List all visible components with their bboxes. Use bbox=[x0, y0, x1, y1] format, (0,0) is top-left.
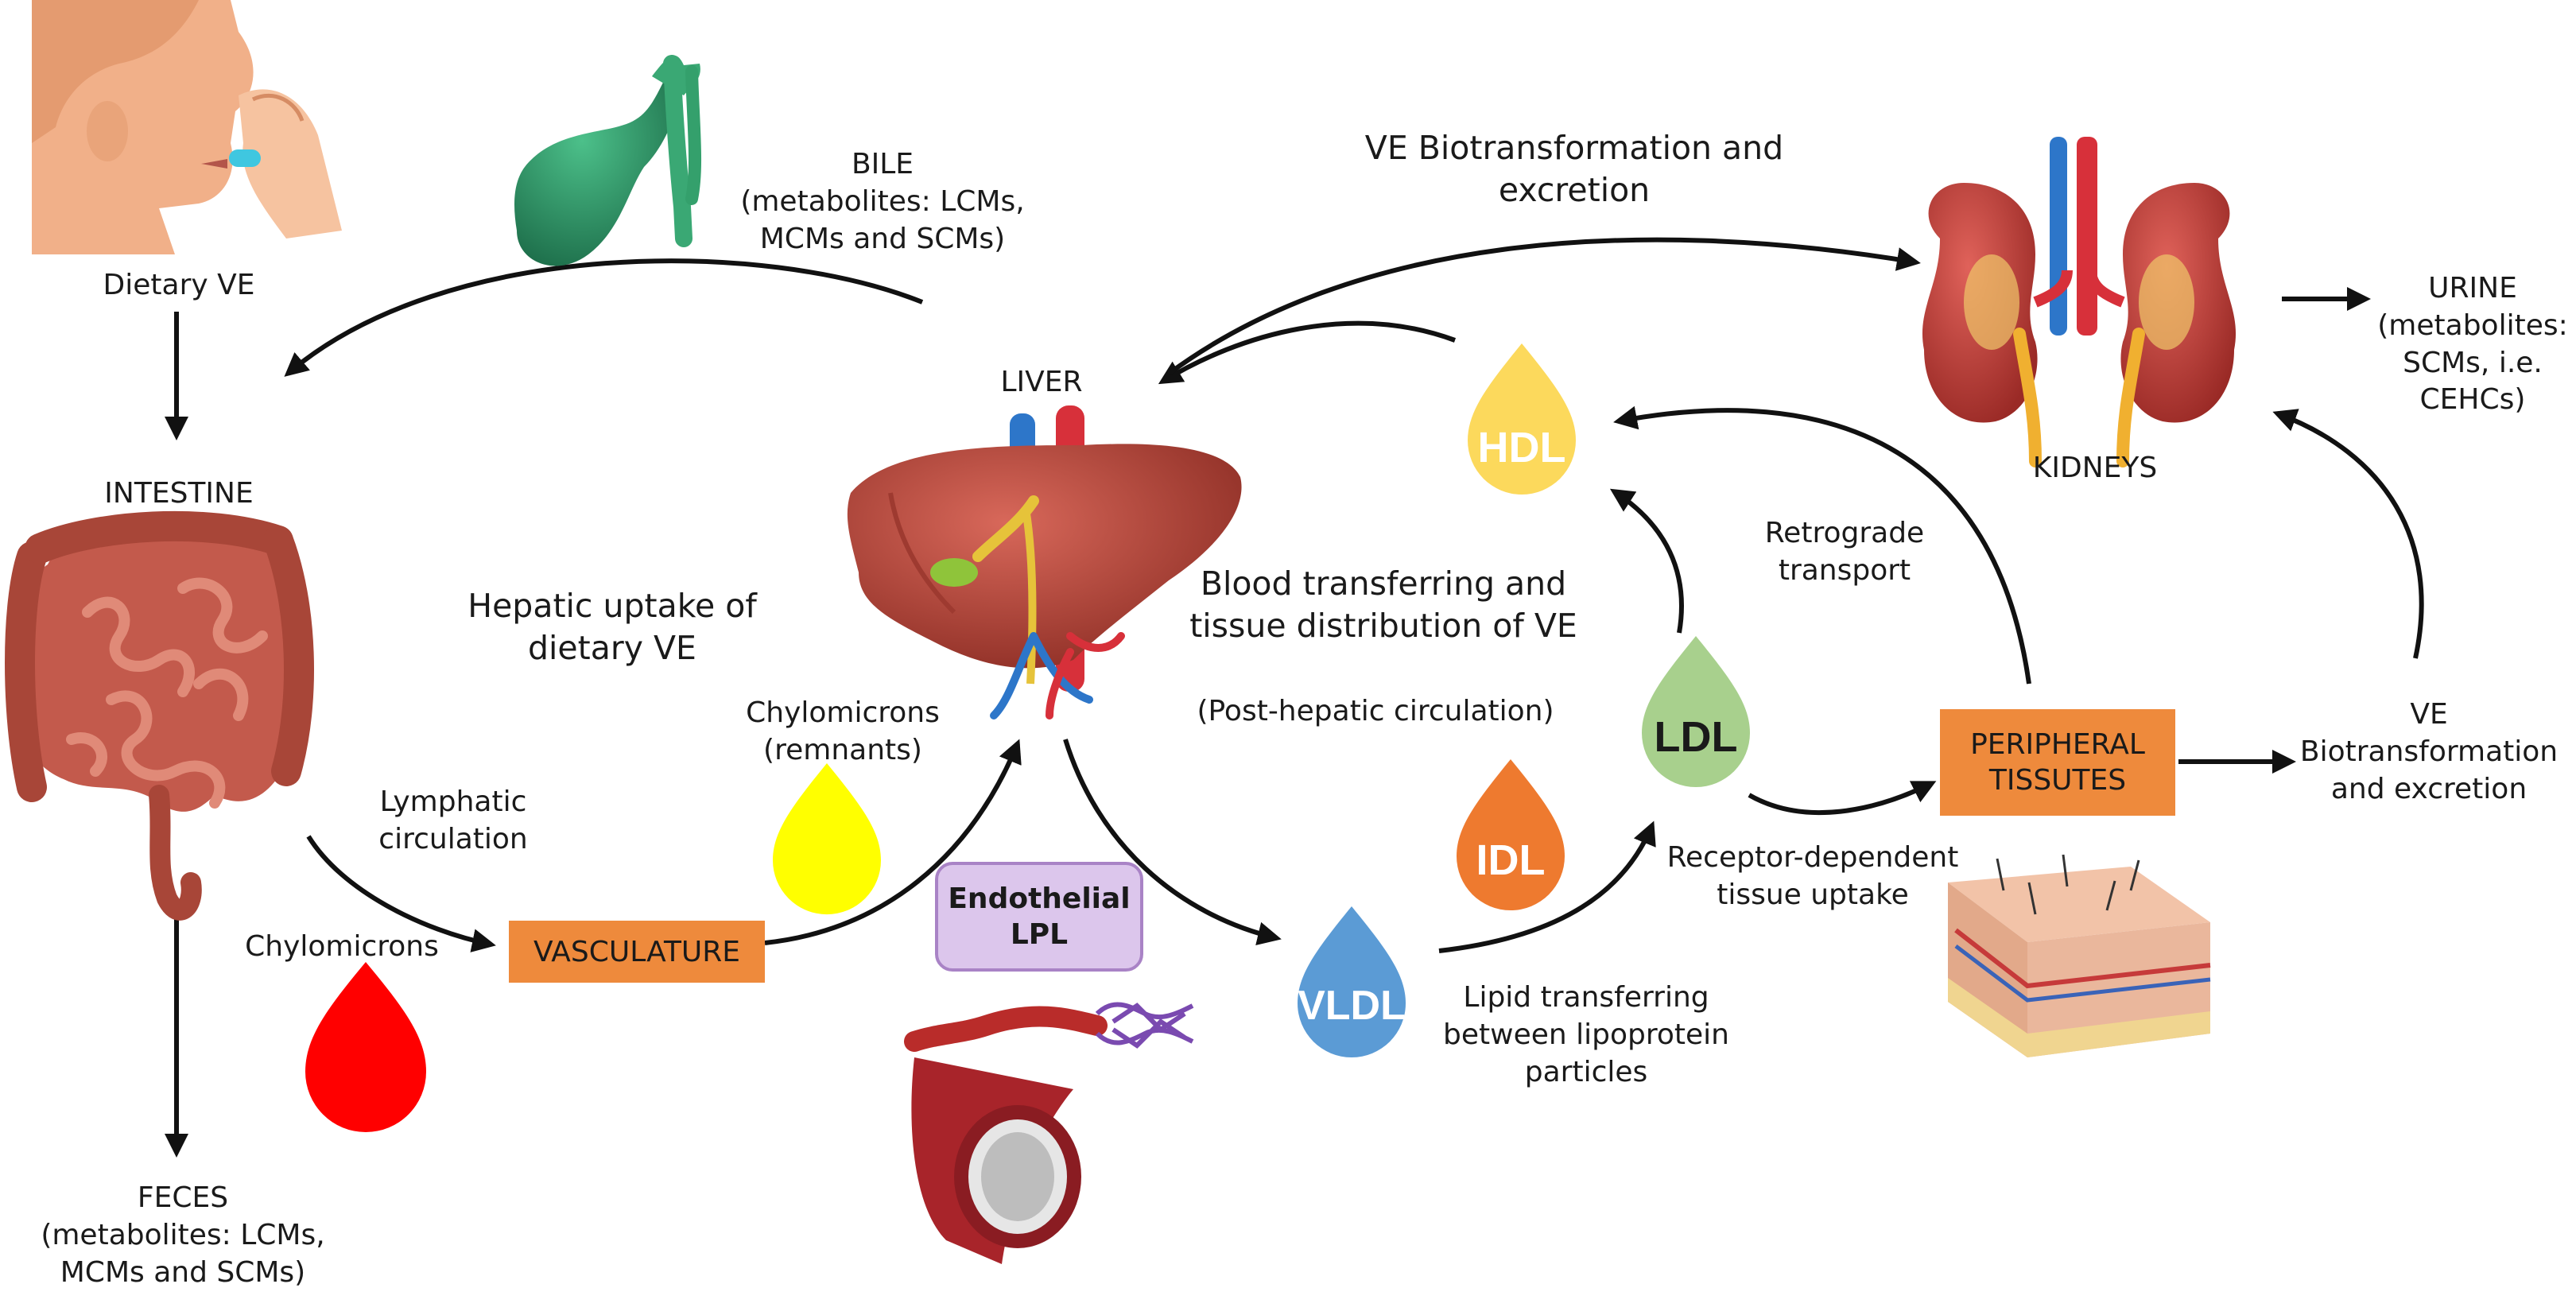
arrow-ldl-to-peripheral bbox=[1748, 781, 1937, 816]
arrow-vasculature-to-liver bbox=[764, 739, 1022, 945]
receptor-dependent-label: Receptor-dependent tissue uptake bbox=[1666, 841, 1959, 911]
blood-vessel-icon bbox=[904, 1002, 1194, 1264]
vldl-droplet bbox=[1298, 906, 1406, 1057]
ldl-label: LDL bbox=[1654, 713, 1738, 761]
endothelial-lpl-box: Endothelial LPL bbox=[935, 862, 1143, 972]
hdl-droplet bbox=[1468, 343, 1576, 495]
hepatic-uptake-label: Hepatic uptake of dietary VE bbox=[467, 587, 757, 668]
ve-biotransformation-right-label: VE Biotransformation and excretion bbox=[2299, 698, 2559, 805]
ve-biotransformation-top-label: VE Biotransformation and excretion bbox=[1364, 129, 1784, 210]
peripheral-tissues-box: PERIPHERAL TISSUTES bbox=[1940, 709, 2175, 816]
gallbladder-icon bbox=[514, 55, 702, 266]
person-taking-pill-icon bbox=[32, 0, 342, 254]
vldl-label: VLDL bbox=[1298, 983, 1406, 1029]
chylomicrons-label: Chylomicrons bbox=[245, 930, 439, 963]
arrow-liver-to-intestine bbox=[284, 258, 924, 377]
chylomicron-remnant-droplet bbox=[772, 763, 881, 915]
blood-transferring-label: Blood transferring and tissue distributi… bbox=[1189, 564, 1577, 646]
chylomicron-droplet bbox=[305, 962, 426, 1132]
droplets bbox=[305, 343, 1750, 1132]
retrograde-transport-label: Retrograde transport bbox=[1764, 517, 1925, 587]
arrow-right-to-kidneys bbox=[2272, 409, 2424, 659]
dietary-ve-label: Dietary VE bbox=[103, 269, 255, 301]
arrow-intestine-to-vasculature bbox=[306, 835, 496, 952]
intestine-label: INTESTINE bbox=[104, 477, 254, 510]
arrow-vldl-to-ldl bbox=[1438, 820, 1656, 953]
liver-icon bbox=[847, 405, 1242, 720]
urine-label: URINE (metabolites: SCMs, i.e. CEHCs) bbox=[2377, 272, 2568, 417]
arrow-liver-to-kidneys bbox=[1167, 237, 1921, 376]
feces-label: FECES (metabolites: LCMs, MCMs and SCMs) bbox=[41, 1181, 325, 1289]
chylomicrons-remnants-label: Chylomicrons (remnants) bbox=[746, 696, 940, 766]
kidneys-label: KIDNEYS bbox=[2032, 452, 2158, 484]
arrow-ldl-to-hdl bbox=[1609, 488, 1684, 634]
post-hepatic-label: (Post-hepatic circulation) bbox=[1197, 695, 1554, 727]
kidneys-icon bbox=[1922, 137, 2237, 467]
lymphatic-circulation-label: Lymphatic circulation bbox=[378, 786, 528, 855]
intestine-icon bbox=[5, 510, 314, 921]
skin-tissue-icon bbox=[1948, 854, 2211, 1057]
idl-label: IDL bbox=[1476, 836, 1546, 884]
lipid-transferring-label: Lipid transferring between lipoprotein p… bbox=[1443, 981, 1729, 1088]
vasculature-box: VASCULATURE bbox=[509, 921, 765, 983]
bile-label: BILE (metabolites: LCMs, MCMs and SCMs) bbox=[740, 148, 1025, 255]
liver-label: LIVER bbox=[1000, 366, 1083, 398]
flow-arrows bbox=[165, 237, 2424, 1158]
hdl-label: HDL bbox=[1477, 424, 1566, 471]
arrow-liver-to-vldl bbox=[1063, 739, 1282, 946]
arrow-hdl-to-liver bbox=[1158, 320, 1457, 385]
idl-droplet bbox=[1457, 759, 1565, 910]
arrow-peripheral-to-hdl bbox=[1613, 405, 2031, 685]
ldl-droplet bbox=[1642, 636, 1750, 787]
